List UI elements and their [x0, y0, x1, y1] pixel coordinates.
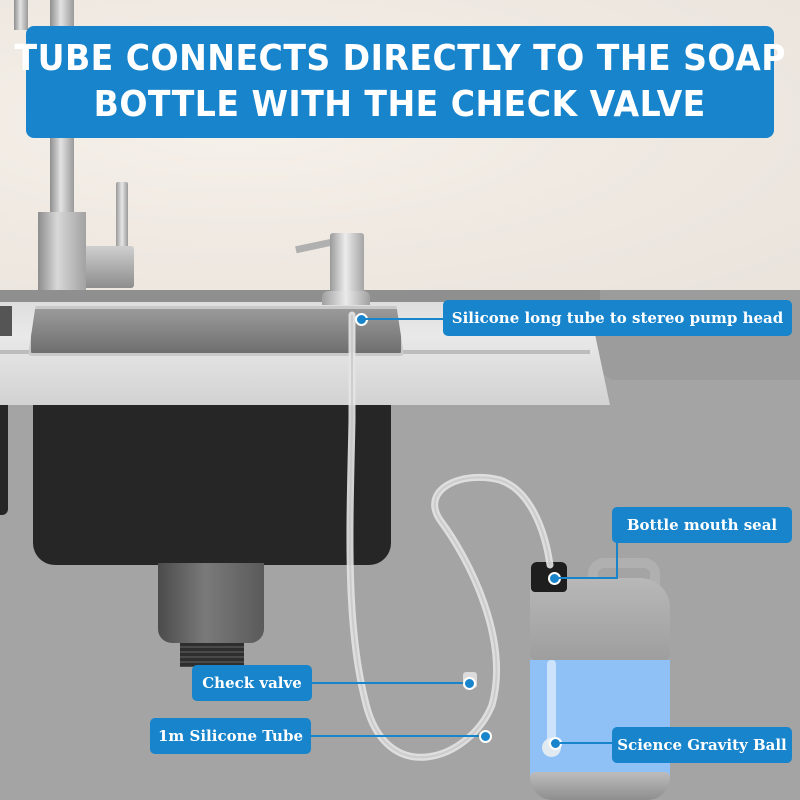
callout-pump-head: Silicone long tube to stereo pump head [443, 300, 792, 336]
callout-bottle-seal: Bottle mouth seal [612, 507, 792, 543]
sink-drain [158, 563, 264, 643]
faucet-secondary-pipe [14, 0, 28, 30]
seal-leader-line-h [558, 577, 616, 579]
countertop-back-edge [0, 290, 600, 302]
adjacent-sink-bowl [0, 405, 8, 515]
headline-line-2: BOTTLE WITH THE CHECK VALVE [93, 84, 707, 125]
headline-line-1: TUBE CONNECTS DIRECTLY TO THE SOAP [14, 38, 786, 79]
sink-bowl [33, 405, 391, 565]
bottle-inner-tube [547, 660, 556, 746]
callout-silicone-tube: 1m Silicone Tube [150, 718, 311, 754]
silicone-tube-leader-line [311, 735, 479, 737]
callout-check-valve: Check valve [192, 665, 312, 701]
seal-leader-line-v [616, 541, 618, 579]
soap-pump-head [330, 233, 364, 295]
headline-banner: TUBE CONNECTS DIRECTLY TO THE SOAP BOTTL… [14, 26, 785, 138]
gravity-ball-leader-line [560, 742, 614, 744]
soap-pump-base [322, 291, 370, 305]
check-valve-leader-line [312, 682, 464, 684]
callout-gravity-ball: Science Gravity Ball [612, 727, 792, 763]
check-valve-marker-dot [463, 677, 476, 690]
silicone-tube-marker-dot [479, 730, 492, 743]
pump-head-leader-line [364, 318, 444, 320]
bottle-base [530, 772, 670, 800]
faucet-lever [116, 182, 128, 248]
adjacent-sink [0, 306, 12, 336]
sink-rim [28, 306, 404, 356]
drain-thread [180, 643, 244, 667]
